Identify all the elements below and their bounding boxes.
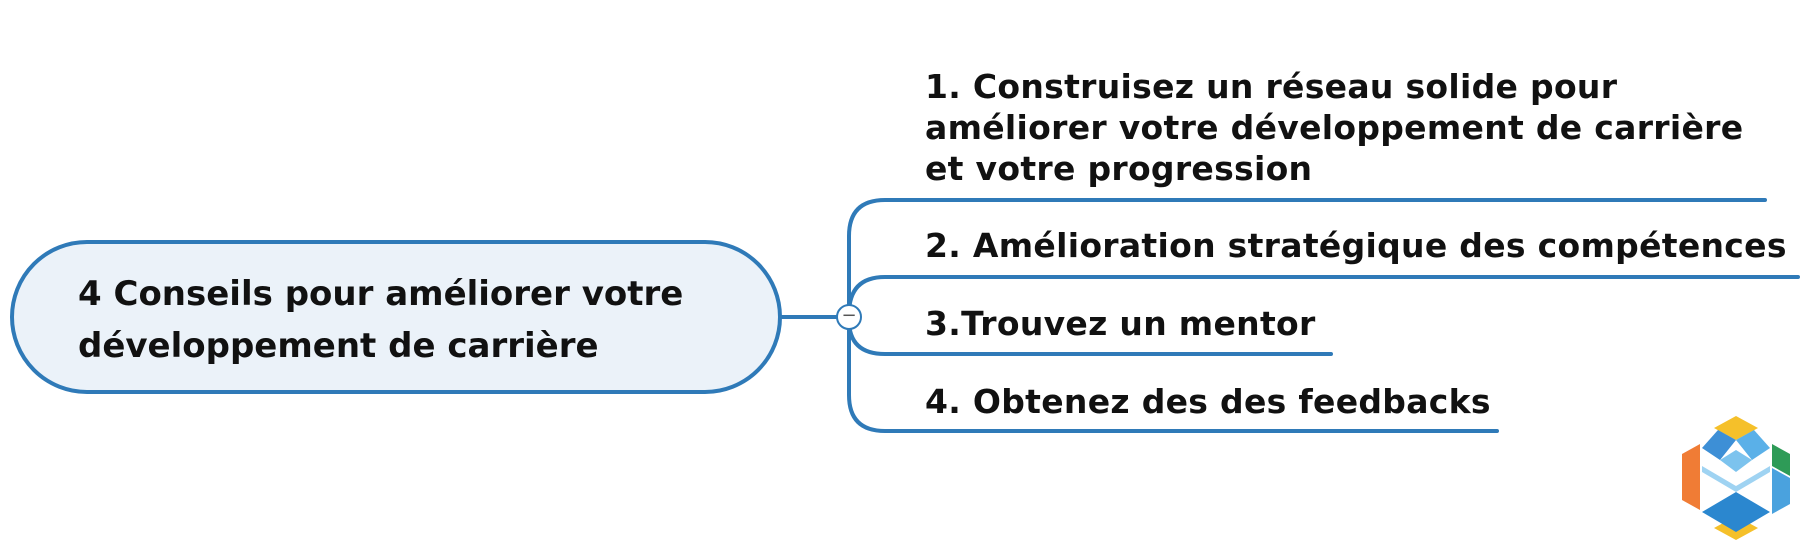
connector-branch-1 xyxy=(847,198,1767,319)
branch-1-line-3: et votre progression xyxy=(925,149,1313,188)
connector-branch-4 xyxy=(847,315,1499,433)
branch-topic-4[interactable]: 4. Obtenez des des feedbacks xyxy=(925,382,1491,421)
central-topic-line-1: 4 Conseils pour améliorer votre xyxy=(78,274,684,314)
central-topic-text: 4 Conseils pour améliorer votre développ… xyxy=(78,268,718,372)
branch-topic-1[interactable]: 1. Construisez un réseau solide pour amé… xyxy=(925,66,1765,189)
mindmap-app-logo-icon xyxy=(1682,416,1790,540)
central-topic-node[interactable] xyxy=(10,240,782,394)
branch-1-line-2: améliorer votre développement de carrièr… xyxy=(925,108,1744,147)
central-topic-line-2: développement de carrière xyxy=(78,326,599,366)
branch-1-line-1: 1. Construisez un réseau solide pour xyxy=(925,67,1618,106)
collapse-toggle-button[interactable]: − xyxy=(836,304,862,330)
branch-topic-2[interactable]: 2. Amélioration stratégique des compéten… xyxy=(925,226,1787,265)
branch-topic-3[interactable]: 3.Trouvez un mentor xyxy=(925,304,1316,343)
